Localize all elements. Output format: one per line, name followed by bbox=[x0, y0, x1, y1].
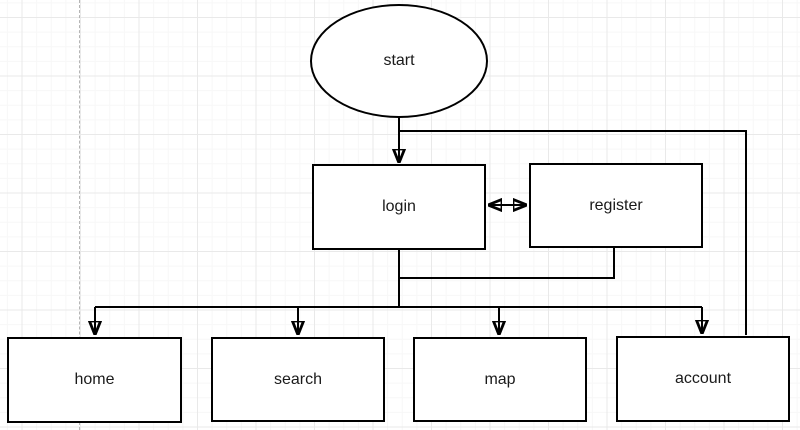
node-login[interactable]: login bbox=[312, 164, 486, 250]
node-home[interactable]: home bbox=[7, 337, 182, 423]
node-search[interactable]: search bbox=[211, 337, 385, 422]
edge-start-account[interactable] bbox=[399, 130, 747, 335]
node-map[interactable]: map bbox=[413, 337, 587, 422]
page-divider-line bbox=[79, 0, 80, 430]
node-home-label: home bbox=[74, 371, 115, 388]
edge-register-trunk[interactable] bbox=[400, 248, 615, 279]
node-account[interactable]: account bbox=[616, 336, 790, 422]
node-start-label: start bbox=[383, 52, 415, 69]
node-map-label: map bbox=[484, 370, 516, 388]
node-login-label: login bbox=[382, 198, 416, 215]
node-search-label: search bbox=[273, 370, 323, 388]
node-account-label: account bbox=[674, 370, 732, 387]
node-start[interactable]: start bbox=[310, 4, 488, 118]
node-register-label: register bbox=[589, 196, 643, 214]
node-register[interactable]: register bbox=[529, 163, 703, 248]
